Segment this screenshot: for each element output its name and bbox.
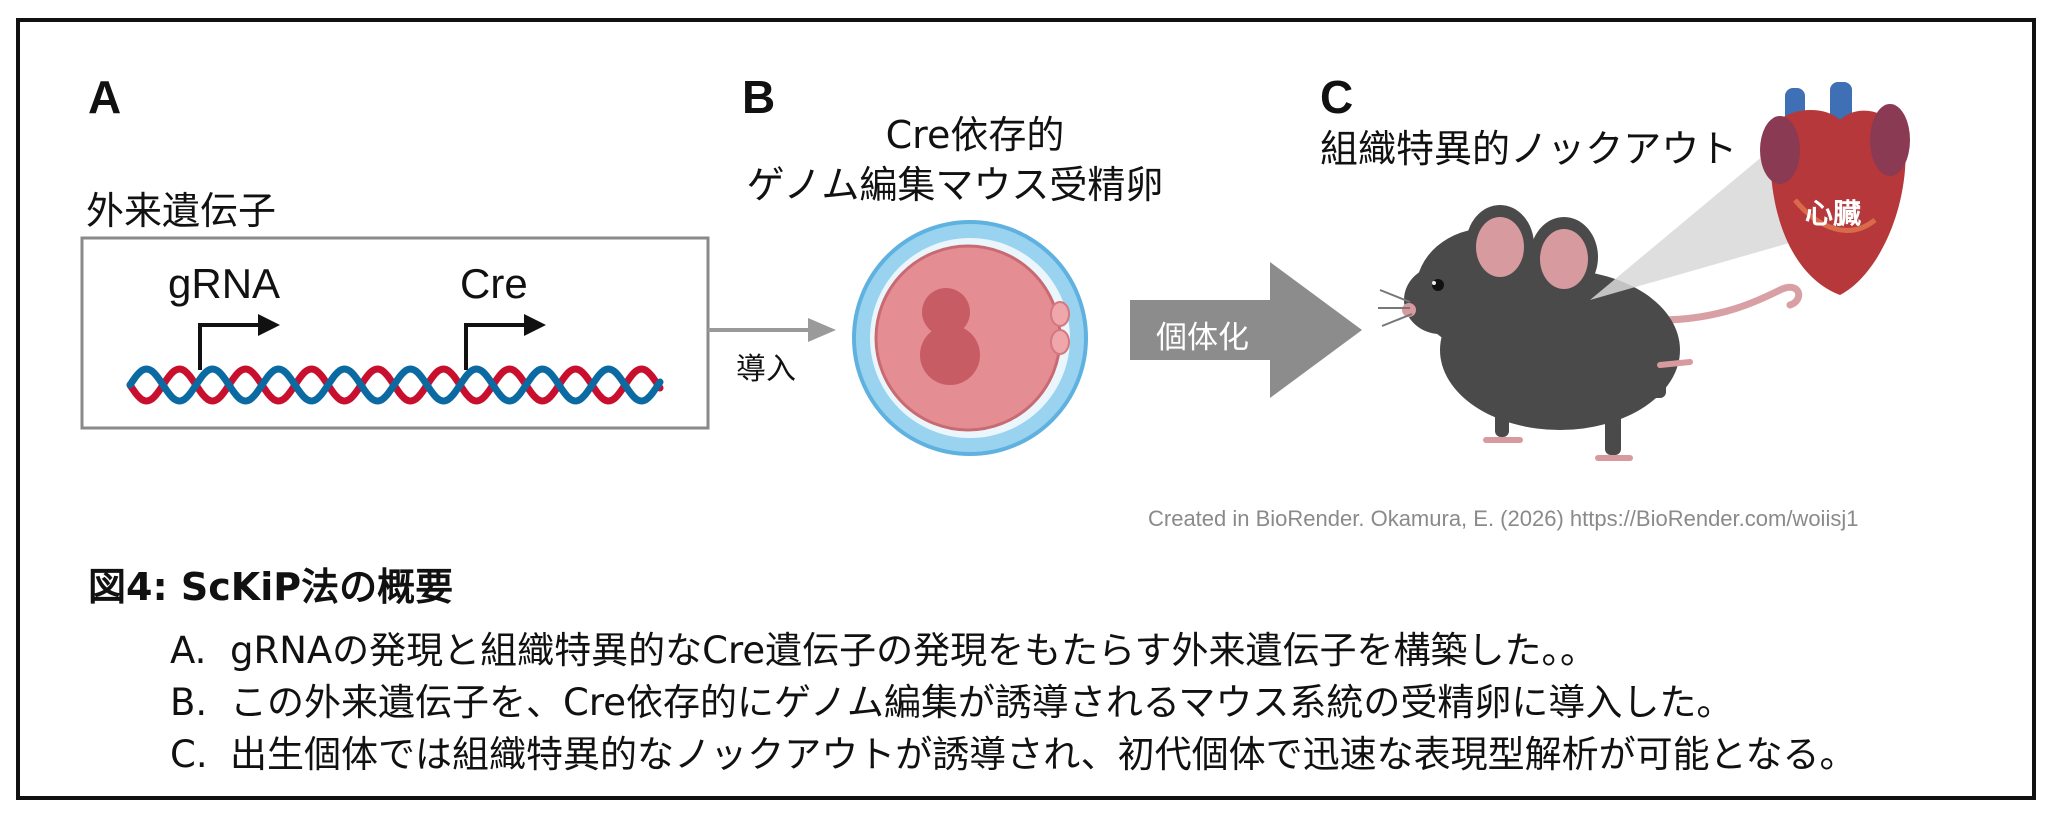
panel-b-letter: B [742, 71, 776, 123]
heart-label: 心臓 [1805, 197, 1862, 230]
egg-cell-icon [852, 220, 1088, 456]
mouse-icon [1378, 205, 1803, 461]
caption-marker: A. [170, 629, 207, 672]
caption-marker: C. [170, 733, 208, 776]
caption-item-c: C. 出生個体では組織特異的なノックアウトが誘導され、初代個体で迅速な表現型解析が… [170, 724, 1857, 778]
cre-label: Cre [460, 260, 528, 307]
panel-b-title-line2: ゲノム編集マウス受精卵 [746, 163, 1164, 207]
panel-a-title: 外来遺伝子 [86, 189, 277, 233]
panel-b-title-line1: Cre依存的 [885, 113, 1065, 157]
individualize-arrow [1130, 262, 1362, 398]
promoter-arrow-grna-head [258, 314, 280, 336]
caption-item-b: B. この外来遺伝子を、Cre依存的にゲノム編集が誘導されるマウス系統の受精卵に導… [170, 672, 1733, 726]
caption-marker: B. [170, 681, 208, 724]
heart-icon [1760, 82, 1910, 295]
caption-text: この外来遺伝子を、Cre依存的にゲノム編集が誘導されるマウス系統の受精卵に導入し… [230, 681, 1734, 724]
construct-box [80, 236, 710, 430]
panel-c-letter: C [1320, 71, 1354, 123]
caption-title: 図4: ScKiP法の概要 [88, 565, 454, 609]
promoter-arrow-cre [464, 323, 528, 370]
promoter-arrow-cre-head [524, 314, 546, 336]
caption-text: 出生個体では組織特異的なノックアウトが誘導され、初代個体で迅速な表現型解析が可能… [230, 733, 1857, 776]
promoter-arrow-grna [198, 323, 262, 370]
caption-item-a: A. gRNAの発現と組織特異的なCre遺伝子の発現をもたらす外来遺伝子を構築した… [170, 620, 1597, 674]
panel-c-title: 組織特異的ノックアウト [1320, 127, 1738, 171]
introduce-label: 導入 [736, 352, 796, 387]
zoom-cone [1590, 150, 1800, 300]
grna-label: gRNA [168, 260, 281, 307]
caption-text: gRNAの発現と組織特異的なCre遺伝子の発現をもたらす外来遺伝子を構築した。。 [230, 629, 1597, 672]
panel-a-letter: A [88, 71, 122, 123]
individualize-label: 個体化 [1156, 320, 1249, 356]
introduce-arrow [708, 318, 836, 342]
biorender-credit: Created in BioRender. Okamura, E. (2026)… [1148, 506, 1859, 531]
dna-helix-icon [126, 365, 664, 405]
